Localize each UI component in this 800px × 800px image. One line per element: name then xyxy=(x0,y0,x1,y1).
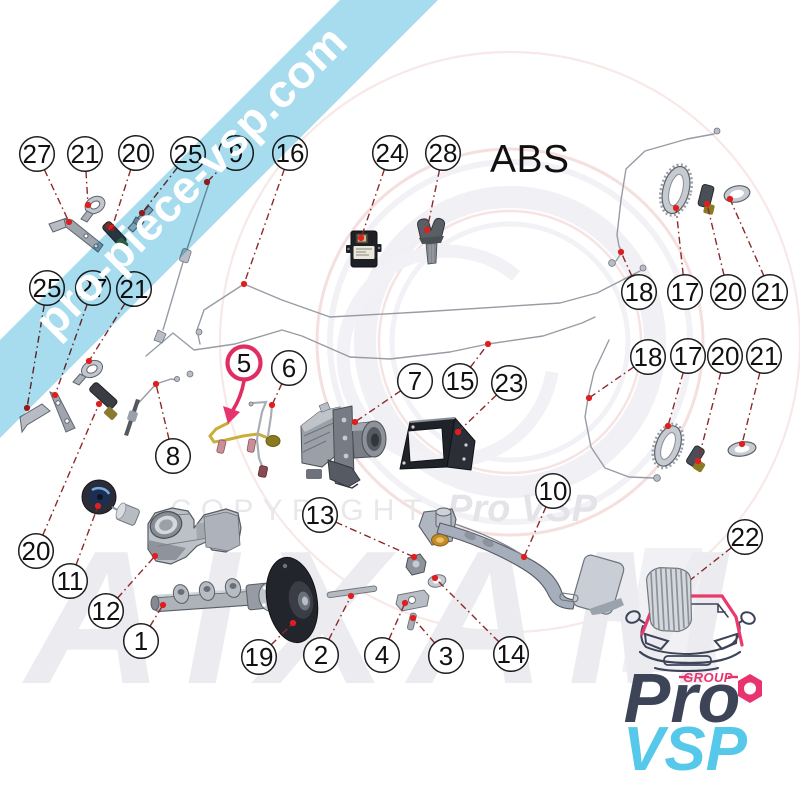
svg-text:10: 10 xyxy=(539,476,568,506)
svg-text:14: 14 xyxy=(497,639,526,669)
svg-text:4: 4 xyxy=(375,640,389,670)
svg-text:15: 15 xyxy=(446,366,475,396)
svg-text:12: 12 xyxy=(92,596,121,626)
svg-text:20: 20 xyxy=(714,277,743,307)
svg-text:18: 18 xyxy=(634,342,663,372)
svg-text:ABS: ABS xyxy=(490,138,570,181)
svg-text:20: 20 xyxy=(22,536,51,566)
svg-text:13: 13 xyxy=(306,500,335,530)
svg-text:24: 24 xyxy=(376,138,405,168)
svg-text:1: 1 xyxy=(134,626,148,656)
svg-text:21: 21 xyxy=(71,139,100,169)
svg-text:VSP: VSP xyxy=(623,715,748,784)
svg-text:17: 17 xyxy=(674,341,703,371)
svg-text:22: 22 xyxy=(731,522,760,552)
svg-text:Pro: Pro xyxy=(624,659,741,737)
svg-text:2: 2 xyxy=(314,640,328,670)
svg-text:6: 6 xyxy=(282,353,296,383)
svg-text:AIXAM: AIXAM xyxy=(22,512,748,724)
svg-text:17: 17 xyxy=(671,277,700,307)
svg-text:19: 19 xyxy=(245,642,274,672)
svg-text:GROUP: GROUP xyxy=(683,670,733,685)
svg-text:21: 21 xyxy=(750,341,779,371)
svg-text:21: 21 xyxy=(756,277,785,307)
svg-text:28: 28 xyxy=(429,138,458,168)
svg-text:27: 27 xyxy=(23,139,52,169)
svg-text:11: 11 xyxy=(57,566,84,596)
svg-text:7: 7 xyxy=(408,366,422,396)
svg-text:20: 20 xyxy=(122,138,151,168)
svg-text:18: 18 xyxy=(625,277,654,307)
svg-text:5: 5 xyxy=(237,348,251,378)
svg-text:Pro VSP: Pro VSP xyxy=(447,488,598,530)
svg-text:20: 20 xyxy=(711,341,740,371)
svg-text:8: 8 xyxy=(166,441,180,471)
svg-text:23: 23 xyxy=(495,368,524,398)
svg-text:3: 3 xyxy=(439,641,453,671)
